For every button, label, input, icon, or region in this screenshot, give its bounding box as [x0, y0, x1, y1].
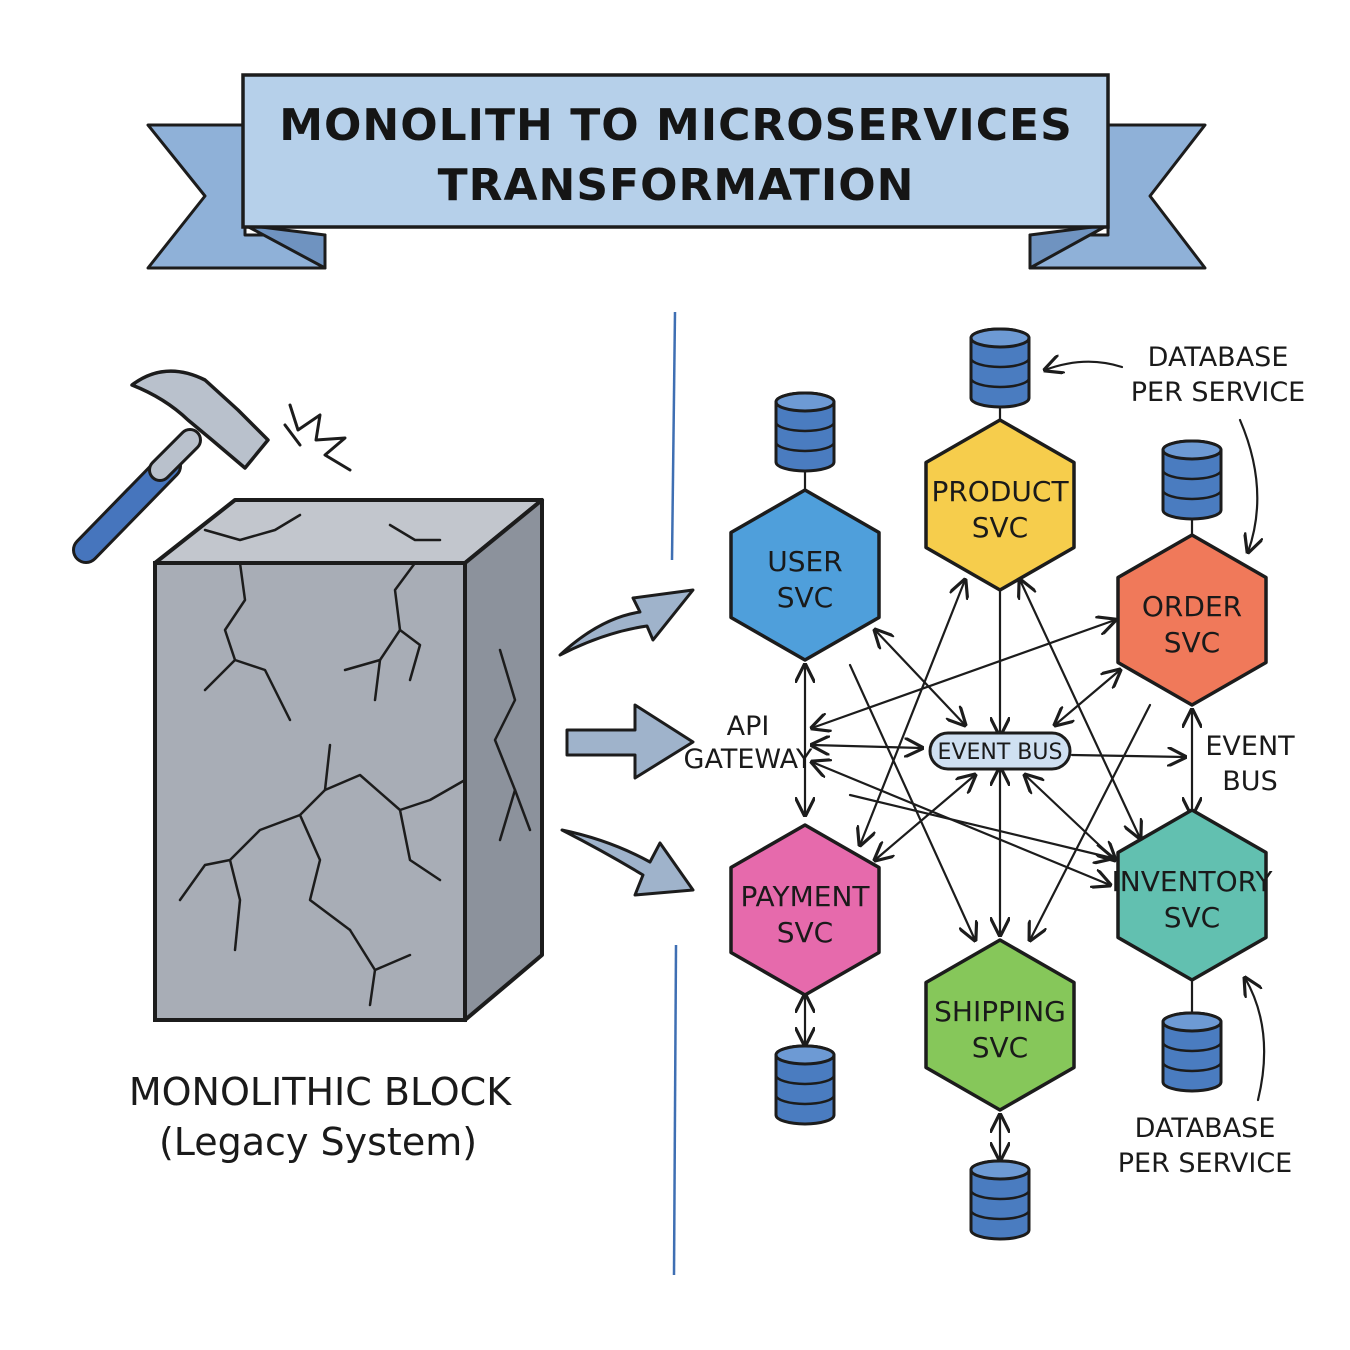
banner-body [241, 73, 1110, 229]
db-note-top: DATABASE PER SERVICE [1131, 342, 1306, 408]
monolith-label: MONOLITHIC BLOCK [129, 1070, 512, 1114]
title-line-1: MONOLITH TO MICROSERVICES [279, 100, 1073, 151]
service-label-line-1: ORDER [1142, 590, 1242, 623]
service-label-line-1: SHIPPING [934, 995, 1066, 1028]
title-banner: MONOLITH TO MICROSERVICES TRANSFORMATION [146, 73, 1207, 270]
db-note-bottom-line-1: DATABASE [1135, 1113, 1276, 1144]
service-hexagon [924, 938, 1076, 1112]
database-icon [774, 1044, 836, 1126]
divider-line [670, 311, 678, 1276]
db-note-bottom-line-2: PER SERVICE [1118, 1148, 1293, 1179]
monolithic-block: MONOLITHIC BLOCK (Legacy System) [129, 498, 544, 1164]
service-label-line-1: USER [767, 545, 842, 578]
banner-fold-left [243, 223, 327, 270]
banner-fold-right [1028, 223, 1110, 270]
api-gateway-label: API GATEWAY [684, 711, 813, 775]
services: USERSVCPRODUCTSVCORDERSVCPAYMENTSVCINVEN… [729, 418, 1274, 1112]
service-label-line-2: SVC [972, 1031, 1028, 1064]
arrow-up [558, 588, 695, 657]
service-label-line-2: SVC [777, 916, 833, 949]
service-hexagon [729, 823, 881, 997]
gateway-line-2: GATEWAY [684, 744, 813, 775]
service-label-line-1: PRODUCT [931, 475, 1069, 508]
transition-arrows [558, 588, 695, 897]
event-bus-side-label: EVENT BUS [1205, 731, 1295, 797]
monolith-sublabel: (Legacy System) [159, 1120, 477, 1164]
event-bus-side-line-1: EVENT [1205, 731, 1295, 762]
service-hexagon [1116, 533, 1268, 707]
hammer-icon [72, 369, 352, 564]
database-icon [1161, 1011, 1223, 1093]
service-label-line-2: SVC [972, 511, 1028, 544]
event-bus-center: EVENT BUS [928, 731, 1072, 771]
event-bus-side-line-2: BUS [1222, 766, 1277, 797]
databases [774, 327, 1223, 1241]
monolith-front [153, 561, 467, 1022]
service-label-line-2: SVC [1164, 901, 1220, 934]
monolith-cracks [178, 513, 532, 1007]
title-line-2: TRANSFORMATION [438, 160, 915, 211]
service-label-line-2: SVC [1164, 626, 1220, 659]
arrow-down [560, 828, 695, 897]
db-note-top-line-2: PER SERVICE [1131, 377, 1306, 408]
database-icon [774, 391, 836, 473]
arrow-mid [565, 703, 695, 780]
event-bus-label: EVENT BUS [938, 740, 1063, 765]
service-hexagon [1116, 808, 1268, 982]
connection-lines [805, 362, 1266, 1160]
db-note-top-line-1: DATABASE [1148, 342, 1289, 373]
database-icon [969, 327, 1031, 409]
service-hexagon [924, 418, 1076, 592]
gateway-line-1: API [727, 711, 770, 742]
database-icon [969, 1159, 1031, 1241]
db-note-bottom: DATABASE PER SERVICE [1118, 1113, 1293, 1179]
database-icon [1161, 439, 1223, 521]
service-label-line-1: PAYMENT [740, 880, 870, 913]
service-label-line-2: SVC [777, 581, 833, 614]
service-hexagon [729, 488, 881, 662]
service-label-line-1: INVENTORY [1112, 865, 1274, 898]
